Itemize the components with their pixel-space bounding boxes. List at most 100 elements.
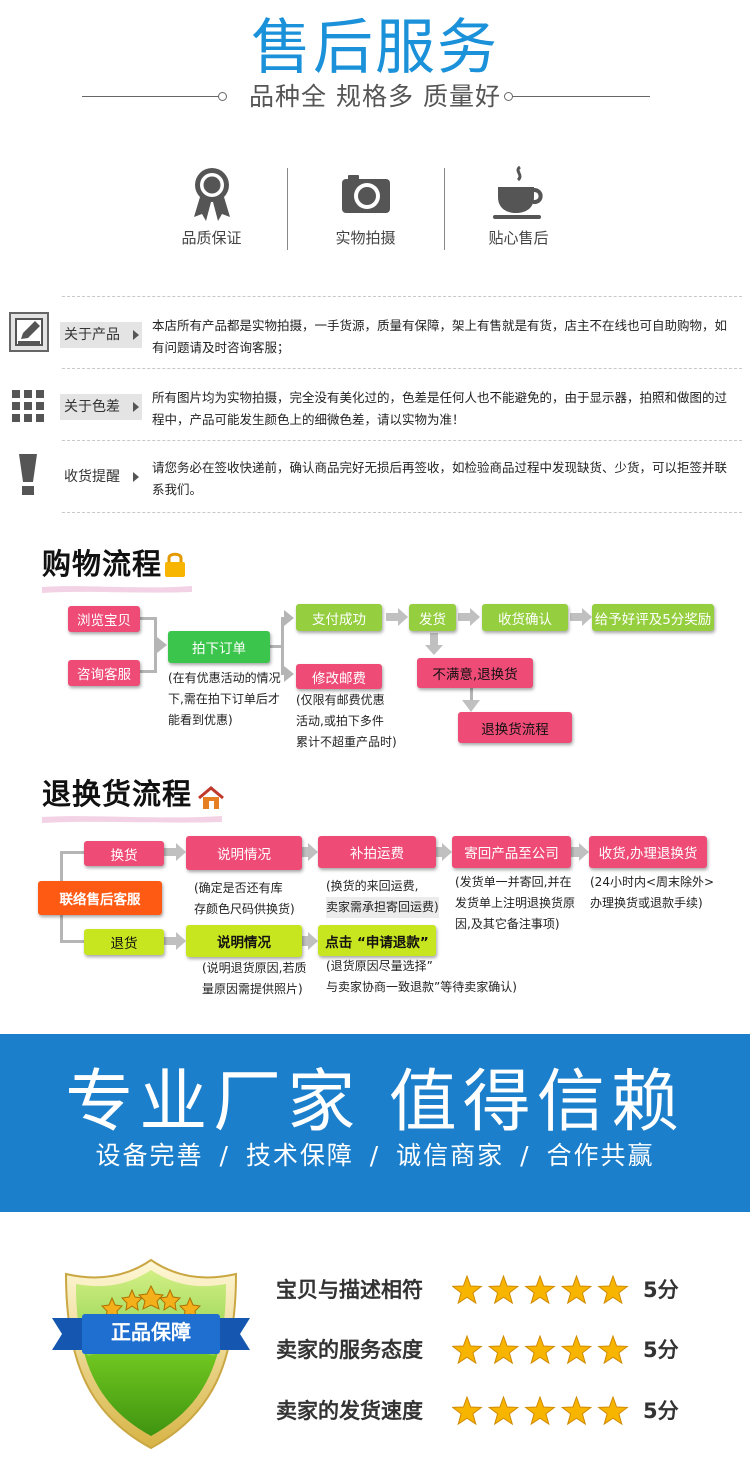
note-line: 量原因需提供照片) xyxy=(202,982,303,996)
house-icon xyxy=(198,786,224,809)
rating-label: 卖家的服务态度 xyxy=(276,1338,423,1362)
connector xyxy=(270,645,282,648)
receipt-confirm-step: 收货确认 xyxy=(482,604,568,631)
note-line: 下,需在拍下订单后才 xyxy=(168,692,280,706)
arrow-right-icon xyxy=(164,843,186,861)
title-divider-right xyxy=(512,96,650,97)
rating-score: 5分 xyxy=(643,1278,679,1302)
receive-process-step: 收货,办理退换货 xyxy=(589,836,707,868)
star-icon xyxy=(560,1396,593,1426)
star-icon xyxy=(560,1275,593,1305)
grid-icon xyxy=(12,390,44,422)
ship-step: 发货 xyxy=(409,604,456,631)
connector xyxy=(281,617,284,675)
note-line: (24小时内<周末除外> xyxy=(590,875,715,889)
note-line: 发货单上注明退换货原 xyxy=(455,896,576,910)
arrow-right-icon xyxy=(386,608,408,626)
receive-note: (24小时内<周末除外> 办理换货或退款手续) xyxy=(590,872,714,914)
lock-icon xyxy=(165,552,185,577)
exchange-stock-note: (确定是否还有库 存颜色尺码供换货) xyxy=(194,878,295,920)
star-icon xyxy=(487,1275,520,1305)
arrow-right-icon xyxy=(133,472,139,482)
star-rating xyxy=(452,1396,629,1426)
star-rating xyxy=(452,1335,629,1365)
note-line: (说明退货原因,若质 xyxy=(202,961,307,975)
connector xyxy=(470,688,473,702)
arrow-right-icon xyxy=(157,637,167,653)
connector xyxy=(60,851,84,854)
star-icon xyxy=(524,1396,556,1426)
browse-step: 浏览宝贝 xyxy=(68,606,140,632)
note-line: 活动,或拍下多件 xyxy=(296,714,384,728)
rating-score: 5分 xyxy=(643,1338,679,1362)
notice-tag-label: 收货提醒 xyxy=(64,469,120,485)
place-order-step: 拍下订单 xyxy=(168,631,270,663)
exclamation-icon xyxy=(19,454,37,495)
refund-step: 退货 xyxy=(84,929,164,955)
feature-label: 贴心售后 xyxy=(488,229,549,247)
postage-note: (换货的来回运费, 卖家需承担寄回运费) xyxy=(326,876,439,918)
star-icon xyxy=(560,1335,593,1365)
note-line: (确定是否还有库 xyxy=(194,881,283,895)
note-line: 办理换货或退款手续) xyxy=(590,896,703,910)
notice-divider xyxy=(62,368,742,369)
arrow-right-icon xyxy=(458,608,480,626)
notice-tag: 收货提醒 xyxy=(60,464,142,490)
contact-service-step: 联络售后客服 xyxy=(38,881,162,915)
arrow-right-icon xyxy=(436,843,452,861)
coffee-cup-icon xyxy=(492,165,543,219)
note-line: (换货的来回运费, xyxy=(326,879,419,893)
feature-service: 贴心售后 xyxy=(441,165,596,248)
notice-text: 所有图片均为实物拍摄，完全没有美化过的，色差是任何人也不能避免的，由于显示器，拍… xyxy=(152,390,728,427)
star-rating xyxy=(452,1275,629,1305)
star-icon xyxy=(487,1396,520,1426)
star-icon xyxy=(597,1335,629,1365)
connector xyxy=(154,617,157,673)
page-title: 售后服务 xyxy=(251,13,499,83)
refund-reason-note: (说明退货原因,若质 量原因需提供照片) xyxy=(202,958,307,1000)
star-icon xyxy=(524,1275,556,1305)
arrow-down-icon xyxy=(425,633,443,655)
star-icon xyxy=(452,1275,483,1305)
notice-divider xyxy=(62,512,742,513)
review-reward-step: 给予好评及5分奖励 xyxy=(592,604,714,631)
arrow-right-icon xyxy=(284,610,294,626)
arrow-right-icon xyxy=(133,402,139,412)
notice-text: 本店所有产品都是实物拍摄，一手货源，质量有保障，架上有售就是有货，店主不在线也可… xyxy=(152,318,728,355)
postage-note: (仅限有邮费优惠 活动,或拍下多件 累计不超重产品时) xyxy=(296,690,397,753)
star-icon xyxy=(524,1335,556,1365)
exchange-step: 换货 xyxy=(84,841,164,866)
star-icon xyxy=(487,1335,520,1365)
note-line: 卖家需承担寄回运费) xyxy=(326,897,439,918)
note-line: (在有优惠活动的情况 xyxy=(168,671,281,685)
shopping-flow-title: 购物流程 xyxy=(42,547,163,581)
note-line: (仅限有邮费优惠 xyxy=(296,693,385,707)
notice-divider xyxy=(62,440,742,441)
brush-underline xyxy=(42,816,222,823)
pay-success-step: 支付成功 xyxy=(296,604,382,631)
apply-refund-note: (退货原因尽量选择” 与卖家协商一致退款”等待卖家确认) xyxy=(326,956,517,998)
connector xyxy=(60,940,84,943)
rating-label: 卖家的发货速度 xyxy=(276,1399,423,1423)
note-line: (发货单一并寄回,并在 xyxy=(455,875,572,889)
arrow-right-icon xyxy=(133,330,139,340)
notice-tag: 关于色差 xyxy=(60,394,142,420)
note-line: 累计不超重产品时) xyxy=(296,735,397,749)
note-line: 与卖家协商一致退款”等待卖家确认) xyxy=(326,980,517,994)
camera-icon xyxy=(341,175,390,213)
explain-step-exchange: 说明情况 xyxy=(186,836,302,870)
star-icon xyxy=(597,1275,629,1305)
feature-separator xyxy=(287,168,288,250)
return-process-step: 退换货流程 xyxy=(458,712,572,743)
edit-note-icon xyxy=(9,312,49,352)
promo-banner: 专业厂家 值得信赖 设备完善 / 技术保障 / 诚信商家 / 合作共赢 xyxy=(0,1034,750,1212)
divider-dot-left xyxy=(218,92,227,101)
consult-step: 咨询客服 xyxy=(68,660,140,686)
page-subtitle: 品种全 规格多 质量好 xyxy=(249,82,501,111)
banner-headline: 专业厂家 值得信赖 xyxy=(65,1063,685,1142)
send-back-note: (发货单一并寄回,并在 发货单上注明退换货原 因,及其它备注事项) xyxy=(455,872,575,935)
banner-tagline: 设备完善 / 技术保障 / 诚信商家 / 合作共赢 xyxy=(95,1141,655,1170)
star-icon xyxy=(452,1396,483,1426)
star-icon xyxy=(597,1396,629,1426)
feature-separator xyxy=(444,168,445,250)
